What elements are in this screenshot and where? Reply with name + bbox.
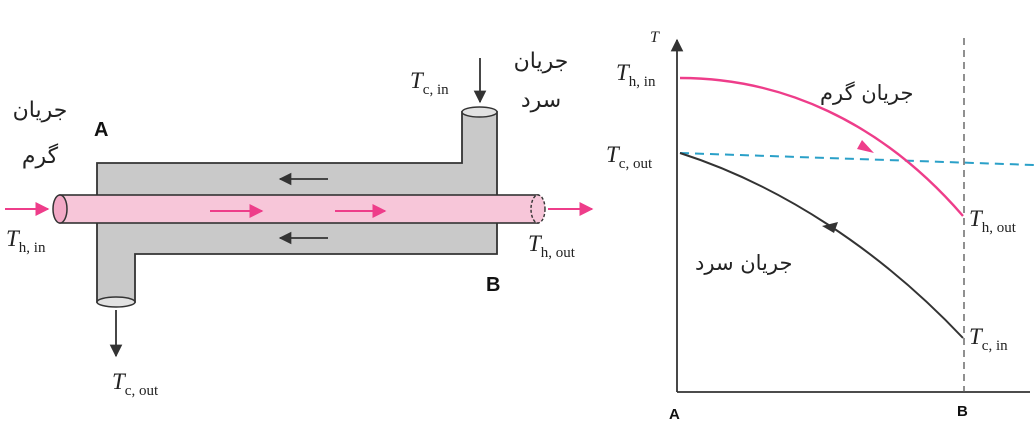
temperature-profile-plot: T A B جریان گرم جریان سرد Th, in Tc, out… xyxy=(606,29,1034,421)
hot-curve-direction-arrow xyxy=(857,140,874,153)
plot-hot-curve-label: جریان گرم xyxy=(820,81,914,105)
hot-stream-curve xyxy=(679,76,964,217)
hot-tube-outlet-end xyxy=(530,194,546,224)
plot-t-h-in: Th, in xyxy=(616,60,656,90)
hot-stream-label-line1: جریان xyxy=(13,98,68,123)
point-a-label: A xyxy=(94,119,108,141)
heat-exchanger-schematic: A B جریان گرم جریان سرد Th, in Tc, in Th… xyxy=(5,49,594,399)
cold-stream-label-line2: سرد xyxy=(521,88,561,113)
schematic-t-h-out: Th, out xyxy=(528,231,576,261)
cold-stream-curve xyxy=(679,152,964,339)
plot-axis-x-start: A xyxy=(669,406,680,421)
plot-axis-x-end: B xyxy=(957,403,968,420)
hot-tube xyxy=(59,194,539,224)
hot-stream-label-line2: گرم xyxy=(22,143,59,169)
plot-cold-outlet-dashed-line xyxy=(679,152,1034,166)
point-b-label: B xyxy=(486,274,500,296)
cold-inlet-nozzle-end xyxy=(461,106,498,118)
plot-cold-curve-label: جریان سرد xyxy=(695,251,792,275)
plot-t-c-in: Tc, in xyxy=(969,324,1008,354)
cold-stream-label-line1: جریان xyxy=(514,49,569,74)
plot-t-h-out: Th, out xyxy=(969,206,1017,236)
plot-t-c-out: Tc, out xyxy=(606,142,653,172)
schematic-t-c-in: Tc, in xyxy=(410,68,449,98)
schematic-t-h-in: Th, in xyxy=(6,226,46,256)
plot-axis-y-label: T xyxy=(650,29,660,46)
cold-curve-direction-arrow xyxy=(822,222,838,233)
hot-tube-inlet-end xyxy=(52,194,68,224)
schematic-t-c-out: Tc, out xyxy=(112,369,159,399)
cold-outlet-nozzle-end xyxy=(96,296,136,308)
